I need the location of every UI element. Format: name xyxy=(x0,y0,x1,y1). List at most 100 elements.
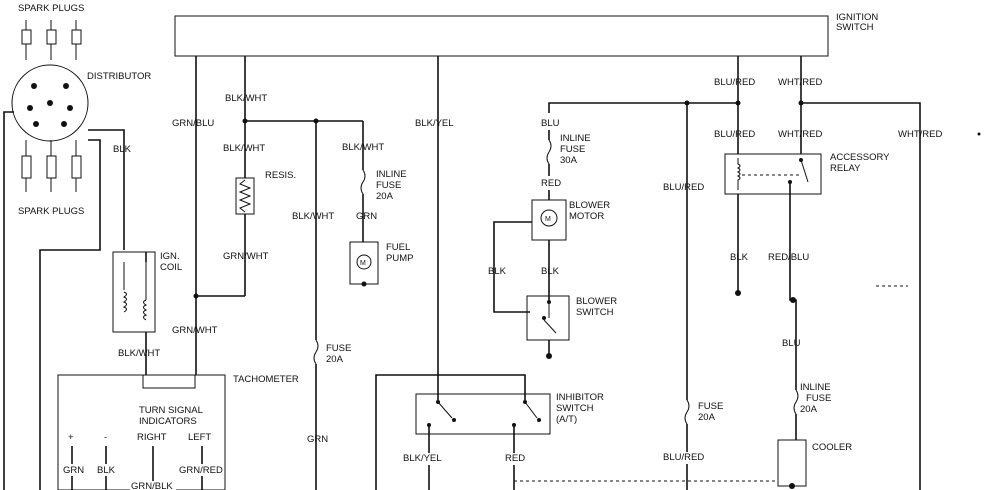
ign-coil-box xyxy=(112,251,156,333)
wire-label-grn-bottom: GRN xyxy=(63,465,84,476)
inline-fuse-cooler-label-1: INLINE xyxy=(800,382,831,393)
distributor-icon xyxy=(11,64,89,142)
inline-fuse-30-label-1: INLINE xyxy=(560,133,591,144)
accessory-relay-label-2: RELAY xyxy=(830,163,861,174)
inline-fuse-20-label-2: FUSE xyxy=(376,180,401,191)
turn-signal-label-1: TURN SIGNAL xyxy=(139,405,203,416)
wire-label-blu-top: BLU xyxy=(541,118,560,129)
wire-label-grn-wht-resis: GRN/WHT xyxy=(223,251,269,262)
wire-label-wht-red-second: WHT/RED xyxy=(778,129,822,140)
wire-label-wht-red-top: WHT/RED xyxy=(778,77,822,88)
wire-dist-left xyxy=(3,111,14,490)
wire-label-blk-relay: BLK xyxy=(730,252,749,263)
fuel-pump-motor-m: M xyxy=(360,260,366,267)
fuse-20a-right-icon xyxy=(684,399,690,425)
fuel-pump-label-1: FUEL xyxy=(386,242,410,253)
wire-dist-loop xyxy=(39,139,101,490)
turn-plus: + xyxy=(68,432,74,443)
inline-fuse-20a-icon xyxy=(360,169,366,195)
fuse-20a-right-label-2: 20A xyxy=(698,412,716,423)
inline-fuse-30-label-3: 30A xyxy=(560,155,578,166)
inhibitor-label-2: SWITCH xyxy=(556,403,594,414)
spark-plugs-top-label: SPARK PLUGS xyxy=(18,3,84,14)
ign-coil-label-1: IGN. xyxy=(160,251,180,262)
cooler-box xyxy=(777,439,807,487)
spark-plugs-top xyxy=(21,20,82,60)
wire-label-grn-blk-bottom: GRN/BLK xyxy=(131,481,173,490)
turn-minus: - xyxy=(104,432,107,443)
wire-label-blu-red-bottom: BLU/RED xyxy=(663,452,704,463)
blower-motor-label-2: MOTOR xyxy=(569,211,604,222)
resistor-icon xyxy=(238,179,252,213)
tachometer-label: TACHOMETER xyxy=(233,374,299,385)
fuse-20a-left-icon xyxy=(313,339,319,365)
turn-right: RIGHT xyxy=(137,432,167,443)
wire-label-grn-wht-coil: GRN/WHT xyxy=(172,325,218,336)
fuse-20a-left-label-1: FUSE xyxy=(326,343,351,354)
inline-fuse-30-label-2: FUSE xyxy=(560,144,585,155)
wire-label-blk-right-blower: BLK xyxy=(541,266,560,277)
wire-label-blk-wht-mid: BLK/WHT xyxy=(292,211,334,222)
blower-motor-label-1: BLOWER xyxy=(569,200,610,211)
inline-fuse-cooler-label-2: FUSE xyxy=(806,393,831,404)
wire-dist-blk xyxy=(88,129,125,250)
wire-label-grn-left: GRN xyxy=(307,434,328,445)
blower-switch-box xyxy=(526,295,570,341)
blower-switch-label-1: BLOWER xyxy=(576,296,617,307)
spark-plugs-bottom xyxy=(21,140,82,192)
wire-label-blu-red-top: BLU/RED xyxy=(714,77,755,88)
wire-label-grn-fuel: GRN xyxy=(356,211,377,222)
inhibitor-label-1: INHIBITOR xyxy=(556,392,604,403)
resistor-label: RESIS. xyxy=(265,170,296,181)
ignition-switch-box xyxy=(174,15,829,57)
wire-label-blu-red-mid: BLU/RED xyxy=(663,182,704,193)
wire-label-blk-wht-top: BLK/WHT xyxy=(225,93,267,104)
wire-label-blu-cooler: BLU xyxy=(782,338,801,349)
inhibitor-switch-box xyxy=(415,393,551,435)
fuse-20a-left-label-2: 20A xyxy=(326,354,344,365)
coil-winding-1 xyxy=(122,291,127,313)
wire-label-red-blower: RED xyxy=(541,178,561,189)
turn-signal-label-2: INDICATORS xyxy=(139,416,197,427)
cooler-label: COOLER xyxy=(812,442,852,453)
accessory-relay-box xyxy=(724,153,822,195)
inline-fuse-20-label-1: INLINE xyxy=(376,169,407,180)
fuse-20a-right-label-1: FUSE xyxy=(698,401,723,412)
inline-fuse-20-label-3: 20A xyxy=(376,191,394,202)
blower-motor-icon xyxy=(540,209,558,227)
wire-label-blk-yel-bottom: BLK/YEL xyxy=(403,453,442,464)
wire-label-blk-wht-tach: BLK/WHT xyxy=(118,348,160,359)
wire-label-blk-yel-top: BLK/YEL xyxy=(415,118,454,129)
blower-switch-label-2: SWITCH xyxy=(576,307,614,318)
coil-winding-2 xyxy=(143,299,148,321)
wire-label-blk-bottom: BLK xyxy=(97,465,116,476)
inline-fuse-cooler-icon xyxy=(793,389,799,415)
spark-plugs-bottom-label: SPARK PLUGS xyxy=(18,206,84,217)
wire-label-wht-red-right: WHT/RED xyxy=(898,129,942,140)
wire-label-blk-wht-resis: BLK/WHT xyxy=(223,143,265,154)
ignition-switch-label-1: IGNITION xyxy=(836,12,878,23)
inhibitor-label-3: (A/T) xyxy=(556,414,577,425)
wire-label-grn-red-bottom: GRN/RED xyxy=(179,465,223,476)
ign-coil-label-2: COIL xyxy=(160,262,182,273)
accessory-relay-label-1: ACCESSORY xyxy=(830,152,890,163)
wire-label-blk-wht-inline: BLK/WHT xyxy=(342,142,384,153)
distributor-label: DISTRIBUTOR xyxy=(87,71,151,82)
inline-fuse-30a-icon xyxy=(546,139,552,165)
distributor-terminals xyxy=(27,83,73,127)
fuel-pump-box xyxy=(349,241,379,285)
wire-label-red-blu: RED/BLU xyxy=(768,252,809,263)
relay-coil-icon xyxy=(736,158,741,190)
wire-label-red-bottom: RED xyxy=(505,453,525,464)
fuel-pump-label-2: PUMP xyxy=(386,253,413,264)
fuel-pump-motor-icon xyxy=(356,254,372,270)
blower-motor-m: M xyxy=(545,216,551,223)
wire-label-blu-red-second: BLU/RED xyxy=(714,129,755,140)
wire-label-blk-left-blower: BLK xyxy=(488,266,507,277)
blower-motor-box xyxy=(531,199,567,241)
wire-label-grn-blu: GRN/BLU xyxy=(172,118,214,129)
wire-label-blk-dist: BLK xyxy=(113,144,132,155)
ignition-switch-label-2: SWITCH xyxy=(836,22,874,33)
